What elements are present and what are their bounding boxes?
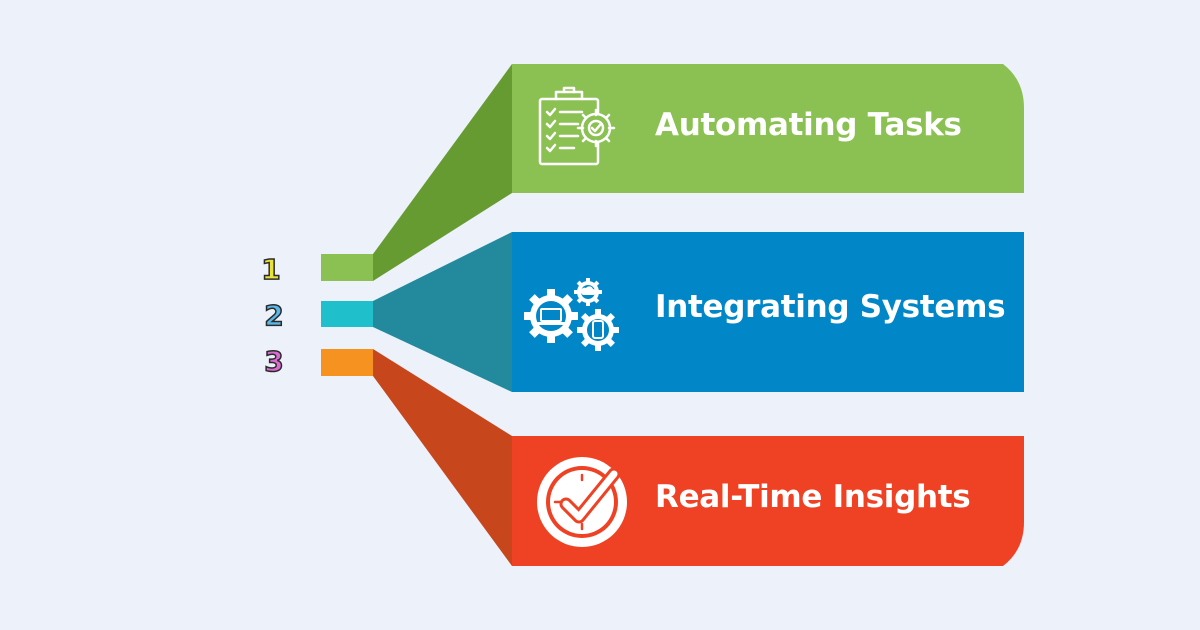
clipboard-gear-icon xyxy=(538,86,616,166)
step-number-2: 2 xyxy=(264,299,285,332)
step-label-2: Integrating Systems xyxy=(655,289,1006,325)
funnel-connector-1 xyxy=(373,64,512,281)
step-label-3: Real-Time Insights xyxy=(655,479,971,515)
step-tab-1 xyxy=(321,254,373,281)
step-number-3: 3 xyxy=(264,345,285,378)
step-number-1: 1 xyxy=(261,253,282,286)
funnel-connector-2 xyxy=(373,232,512,392)
step-tab-3 xyxy=(321,349,373,376)
funnel-connector-3 xyxy=(373,349,512,566)
step-tab-2 xyxy=(321,301,373,327)
step-band-3 xyxy=(512,436,1024,566)
clock-check-icon xyxy=(537,457,627,547)
step-label-1: Automating Tasks xyxy=(655,107,962,143)
gears-devices-icon xyxy=(524,278,619,351)
step-band-1 xyxy=(512,64,1024,193)
